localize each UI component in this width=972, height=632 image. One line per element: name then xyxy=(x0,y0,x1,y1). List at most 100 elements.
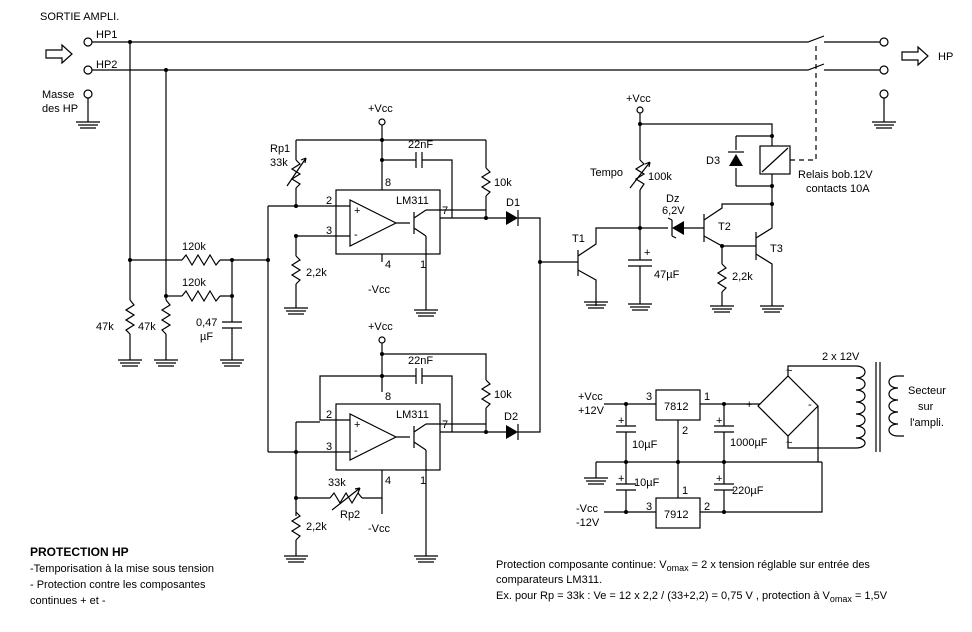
lm311a-label: LM311 xyxy=(396,195,429,207)
diode-d3 xyxy=(728,151,744,166)
r22c-label: 2,2k xyxy=(732,271,753,283)
r120a-label: 120k xyxy=(182,241,206,253)
d2-label: D2 xyxy=(504,411,518,423)
resistor-2k2-a xyxy=(284,255,308,315)
svg-text:2: 2 xyxy=(326,195,332,207)
svg-text:-: - xyxy=(354,445,358,457)
lm311-b xyxy=(335,403,441,471)
svg-text:3: 3 xyxy=(326,441,332,453)
relay-label-1: Relais bob.12V xyxy=(798,169,873,181)
r33k-label: 33k xyxy=(328,477,346,489)
resistor-2k2-c xyxy=(710,263,734,313)
hp2-label: HP2 xyxy=(96,59,117,71)
ground-symbol xyxy=(872,121,896,129)
svg-text:2: 2 xyxy=(682,425,688,437)
capacitor-22nf-b xyxy=(415,368,423,384)
svg-text:+: + xyxy=(716,415,722,427)
svg-text:+: + xyxy=(746,399,752,411)
capacitor-47uf: + xyxy=(628,247,652,311)
svg-text:4: 4 xyxy=(385,475,391,487)
r10ka-label: 10k xyxy=(494,177,512,189)
t1-label: T1 xyxy=(572,233,585,245)
hp-out-terminal-1 xyxy=(879,37,889,47)
svg-text:2: 2 xyxy=(704,501,710,513)
resistor-120k-b xyxy=(181,289,221,303)
c1000-label: 1000µF xyxy=(730,437,768,449)
c22b-label: 22nF xyxy=(408,355,433,367)
svg-text:-: - xyxy=(808,399,812,411)
notes-line-3: continues + et - xyxy=(30,595,106,607)
transfo-label: 2 x 12V xyxy=(822,351,860,363)
svg-text:3: 3 xyxy=(646,391,652,403)
r22b-label: 2,2k xyxy=(306,521,327,533)
svg-text:~: ~ xyxy=(786,365,792,377)
notes-heading: PROTECTION HP xyxy=(30,545,129,559)
hp-label: HP xyxy=(938,51,953,63)
potentiometer-rp2 xyxy=(329,487,363,511)
c22a-label: 22nF xyxy=(408,139,433,151)
supply-ground xyxy=(584,462,608,485)
zener-dz xyxy=(640,217,704,239)
svg-text:1: 1 xyxy=(420,259,426,271)
cont-line-2: comparateurs LM311. xyxy=(496,574,602,586)
tempo-label: Tempo xyxy=(590,167,623,179)
capacitor-22nf-a xyxy=(415,152,423,168)
c047-label-2: µF xyxy=(200,331,213,343)
resistor-2k2-b xyxy=(284,511,308,563)
svg-text:1: 1 xyxy=(682,485,688,497)
supply-vcc-label: +Vcc xyxy=(578,391,603,403)
hp1-terminal xyxy=(83,37,93,47)
svg-text:3: 3 xyxy=(326,225,332,237)
t2-label: T2 xyxy=(718,221,731,233)
cont-line-3: Ex. pour Rp = 33k : Ve = 12 x 2,2 / (33+… xyxy=(496,590,888,604)
resistor-10k-b xyxy=(480,379,492,432)
svg-text:+: + xyxy=(354,205,360,217)
svg-text:+: + xyxy=(618,473,624,485)
t3-label: T3 xyxy=(770,243,783,255)
masse-label-2: des HP xyxy=(42,103,78,115)
c47-label: 47µF xyxy=(654,269,680,281)
relay-mechanical-link xyxy=(790,46,817,161)
svg-text:-: - xyxy=(354,229,358,241)
capacitor-220uf: + xyxy=(714,462,734,512)
notes-line-2: - Protection contre les composantes xyxy=(30,579,206,591)
ground-symbol xyxy=(76,121,100,129)
masse-label-1: Masse xyxy=(42,89,74,101)
capacitor-10uf-b: + xyxy=(616,462,636,512)
potentiometer-rp1 xyxy=(286,140,307,206)
vcc-mid-label: +Vcc xyxy=(368,321,393,333)
svg-text:4: 4 xyxy=(385,259,391,271)
lm311-a xyxy=(335,189,441,255)
svg-text:~: ~ xyxy=(786,437,792,449)
svg-text:+: + xyxy=(644,247,650,259)
svg-text:8: 8 xyxy=(385,391,391,403)
svg-text:+: + xyxy=(716,473,722,485)
nvcc-b-label: -Vcc xyxy=(368,523,391,535)
svg-text:7: 7 xyxy=(442,205,448,217)
transformer xyxy=(855,362,899,452)
r22a-label: 2,2k xyxy=(306,267,327,279)
svg-text:+: + xyxy=(618,415,624,427)
relay-coil xyxy=(759,145,791,175)
resistor-47k-b xyxy=(154,290,178,367)
notes-line-1: -Temporisation à la mise sous tension xyxy=(30,563,214,575)
resistor-47k-a xyxy=(118,299,142,367)
relay-contacts-out xyxy=(824,41,880,71)
rp1-label: Rp1 xyxy=(270,143,290,155)
input-arrow xyxy=(45,43,73,65)
hp1-label: HP1 xyxy=(96,29,117,41)
r47a-label: 47k xyxy=(96,321,114,333)
c047-label-1: 0,47 xyxy=(196,317,217,329)
hp-out-terminal-2 xyxy=(879,65,889,75)
rp2-label: Rp2 xyxy=(340,509,360,521)
d1-label: D1 xyxy=(506,197,520,209)
svg-text:2: 2 xyxy=(326,409,332,421)
svg-text:3: 3 xyxy=(646,501,652,513)
supply-m12-label: -12V xyxy=(576,517,600,529)
c10a-label: 10µF xyxy=(632,439,658,451)
svg-text:8: 8 xyxy=(385,177,391,189)
nvcc-a-label: -Vcc xyxy=(368,284,391,296)
dz-label: Dz xyxy=(666,193,679,205)
output-arrow xyxy=(901,45,929,67)
